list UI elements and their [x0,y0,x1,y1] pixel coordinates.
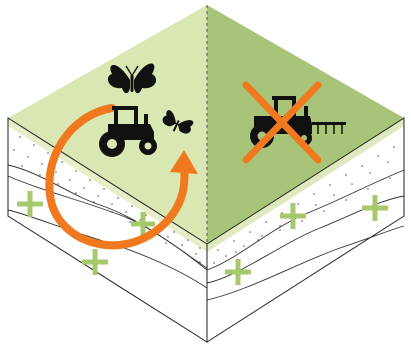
soil-diagram [0,0,411,347]
